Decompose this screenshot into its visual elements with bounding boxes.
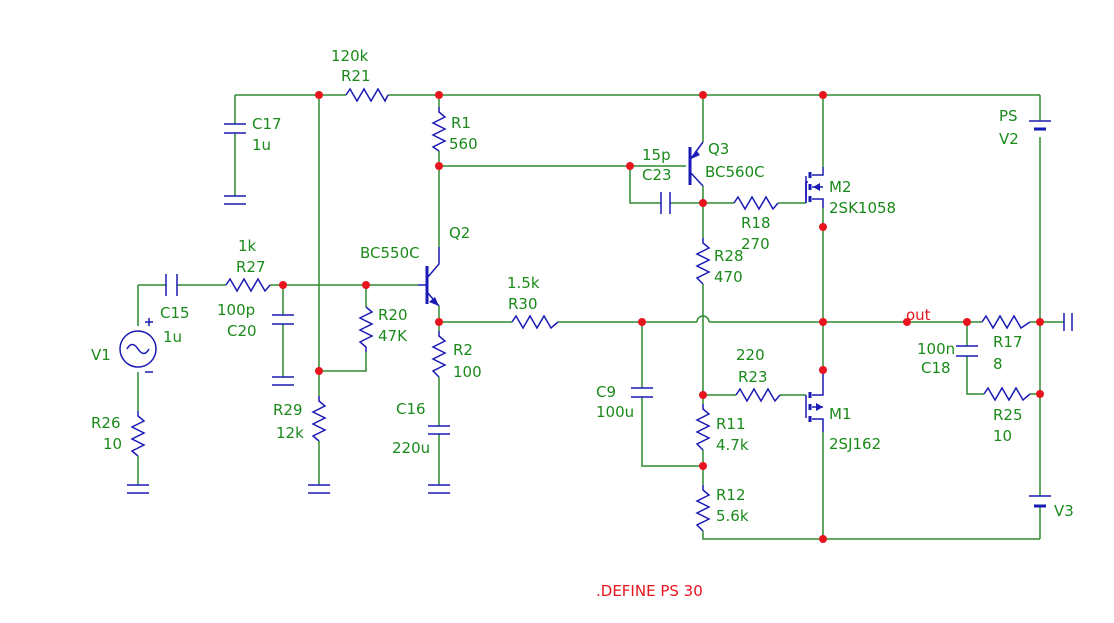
label-r27-name: R27 <box>236 258 266 276</box>
label-c17-name: C17 <box>252 115 282 133</box>
label-r12-name: R12 <box>716 486 746 504</box>
resistor-r21 <box>345 87 389 103</box>
label-c9-name: C9 <box>596 383 616 401</box>
resistor-r26 <box>130 411 146 457</box>
label-r17-name: R17 <box>993 333 1023 351</box>
label-r29-name: R29 <box>273 401 303 419</box>
label-c20-name: C20 <box>227 322 257 340</box>
label-r27-value: 1k <box>238 237 257 255</box>
label-r21-name: R21 <box>341 67 371 85</box>
label-r11-value: 4.7k <box>716 436 749 454</box>
label-r20-name: R20 <box>378 306 408 324</box>
label-c16-name: C16 <box>396 400 426 418</box>
label-c17-value: 1u <box>252 136 271 154</box>
label-r2-value: 100 <box>453 363 482 381</box>
resistor-r18 <box>733 195 779 211</box>
transistor-q2 <box>418 247 440 307</box>
capacitor-c16 <box>428 425 450 435</box>
label-m2-value: 2SK1058 <box>829 199 896 217</box>
label-ps-value: V2 <box>999 130 1019 148</box>
label-m2-name: M2 <box>829 178 852 196</box>
label-r1-value: 560 <box>449 135 478 153</box>
label-v3-name: V3 <box>1054 502 1074 520</box>
label-r30-value: 1.5k <box>507 274 540 292</box>
transistor-q3 <box>688 141 704 187</box>
resistor-r17 <box>981 314 1031 330</box>
resistor-r20 <box>358 306 374 352</box>
label-r18-value: 270 <box>741 235 770 253</box>
label-q2-value: BC550C <box>360 244 420 262</box>
capacitor-c9 <box>631 387 653 398</box>
resistor-r2 <box>431 331 447 378</box>
label-m1-value: 2SJ162 <box>829 435 881 453</box>
mosfet-m2 <box>805 167 824 208</box>
resistors <box>130 87 1031 532</box>
junction-dots <box>279 91 1044 543</box>
label-r28-value: 470 <box>714 268 743 286</box>
label-r1-name: R1 <box>451 114 471 132</box>
capacitor-c20 <box>272 314 294 325</box>
labels: 120k R21 C17 1u R1 560 15p C23 Q3 BC560C… <box>91 47 1074 600</box>
label-r26-value: 10 <box>103 435 122 453</box>
resistor-r29 <box>311 396 327 442</box>
label-c15-value: 1u <box>163 328 182 346</box>
resistor-r11 <box>695 404 711 451</box>
label-r11-name: R11 <box>716 415 746 433</box>
label-c15-name: C15 <box>160 304 190 322</box>
capacitor-c18 <box>956 345 978 357</box>
ground-symbols <box>127 195 1073 494</box>
resistor-r27 <box>225 277 271 293</box>
resistor-r23 <box>735 387 781 403</box>
label-r12-value: 5.6k <box>716 507 749 525</box>
label-r29-value: 12k <box>276 424 304 442</box>
label-r21-value: 120k <box>331 47 369 65</box>
label-r25-name: R25 <box>993 406 1023 424</box>
wires <box>137 94 1064 540</box>
label-ps-name: PS <box>999 107 1018 125</box>
define-directive: .DEFINE PS 30 <box>596 582 703 600</box>
label-q3-name: Q3 <box>708 140 729 158</box>
resistor-r28 <box>695 238 711 285</box>
capacitor-c23 <box>660 192 671 214</box>
resistor-r1 <box>431 107 447 152</box>
source-v1 <box>119 330 157 368</box>
resistor-r25 <box>983 386 1031 402</box>
capacitors <box>165 123 978 435</box>
label-c18-name: C18 <box>921 359 951 377</box>
label-c20-value: 100p <box>217 301 255 319</box>
resistor-r30 <box>511 314 559 330</box>
capacitor-c17 <box>224 123 246 134</box>
label-v1-name: V1 <box>91 346 111 364</box>
label-c23-name: C23 <box>642 166 672 184</box>
mosfet-m1 <box>805 370 824 432</box>
label-r30-name: R30 <box>508 295 538 313</box>
label-c9-value: 100u <box>596 403 634 421</box>
label-q2-name: Q2 <box>449 224 470 242</box>
label-c16-value: 220u <box>392 439 430 457</box>
label-r18-name: R18 <box>741 214 771 232</box>
label-r17-value: 8 <box>993 355 1003 373</box>
label-c18-value: 100n <box>917 340 955 358</box>
label-c23-value: 15p <box>642 146 671 164</box>
label-q3-value: BC560C <box>705 163 765 181</box>
capacitor-c15 <box>165 274 178 296</box>
label-r23-value: 220 <box>736 346 765 364</box>
sources <box>119 120 1051 508</box>
label-r26-name: R26 <box>91 414 121 432</box>
label-r28-name: R28 <box>714 247 744 265</box>
label-r23-name: R23 <box>738 368 768 386</box>
label-r20-value: 47K <box>378 327 408 345</box>
resistor-r12 <box>695 485 711 532</box>
label-r25-value: 10 <box>993 427 1012 445</box>
label-m1-name: M1 <box>829 405 852 423</box>
transistors <box>418 141 824 432</box>
net-label-out: out <box>906 306 931 324</box>
label-r2-name: R2 <box>453 341 473 359</box>
